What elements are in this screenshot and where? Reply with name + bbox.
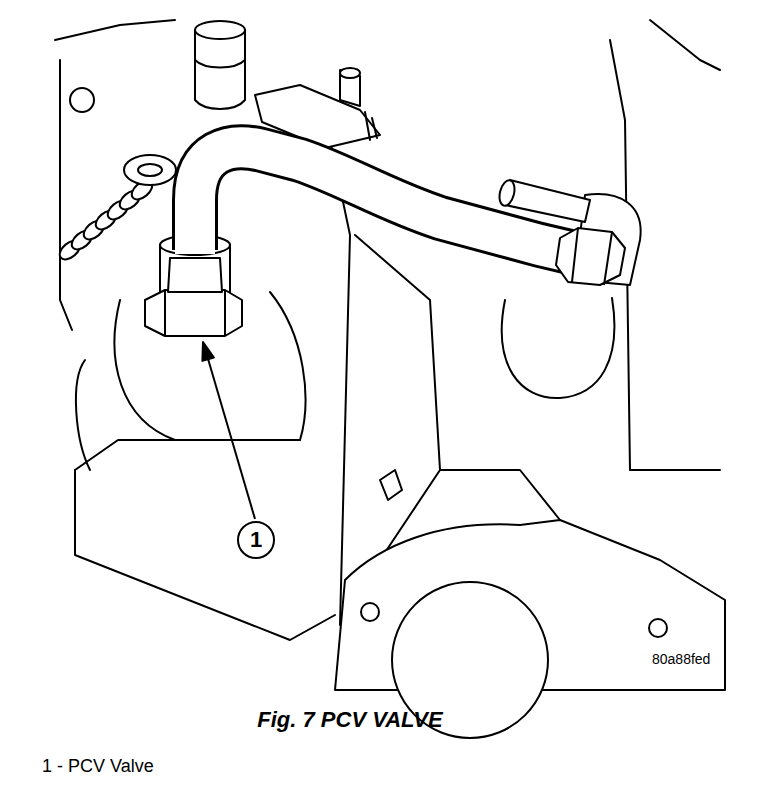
ring-terminal [124,155,176,185]
elbow-nipple-end [497,179,517,208]
elbow-nut-edge [572,228,612,285]
block-edge [76,360,90,470]
callout-number: 1 [250,529,262,551]
boss [502,298,615,398]
hose-clamp [168,258,222,292]
leader-line [206,352,255,519]
callout-key: 1 - PCV Valve [42,757,154,777]
nipple-end [340,68,360,78]
fitting-thread [365,112,377,140]
block-edge [55,20,175,40]
bolt-hole [649,619,667,637]
injector-ring [195,60,245,68]
callout-circle: 1 [237,521,275,559]
rib [355,235,440,560]
ring-terminal-hole [138,164,162,176]
block-edge [75,470,335,640]
figure-caption: Fig. 7 PCV VALVE [257,708,442,732]
rib [330,140,350,625]
block-edge [650,20,720,70]
bolt-head [70,88,94,112]
injector-top [195,21,245,39]
block-edge [75,440,300,470]
rib [440,470,560,520]
stud [380,470,402,500]
wire-loom [56,177,155,263]
elbow-nut [556,228,625,285]
hex-nut [145,290,242,336]
elbow-nipple [505,180,590,222]
hex-edge [165,290,225,336]
injector [195,30,245,109]
figure-code: 80a88fed [652,652,710,667]
leader-arrowhead [202,342,214,361]
bolt-hole [361,603,379,621]
